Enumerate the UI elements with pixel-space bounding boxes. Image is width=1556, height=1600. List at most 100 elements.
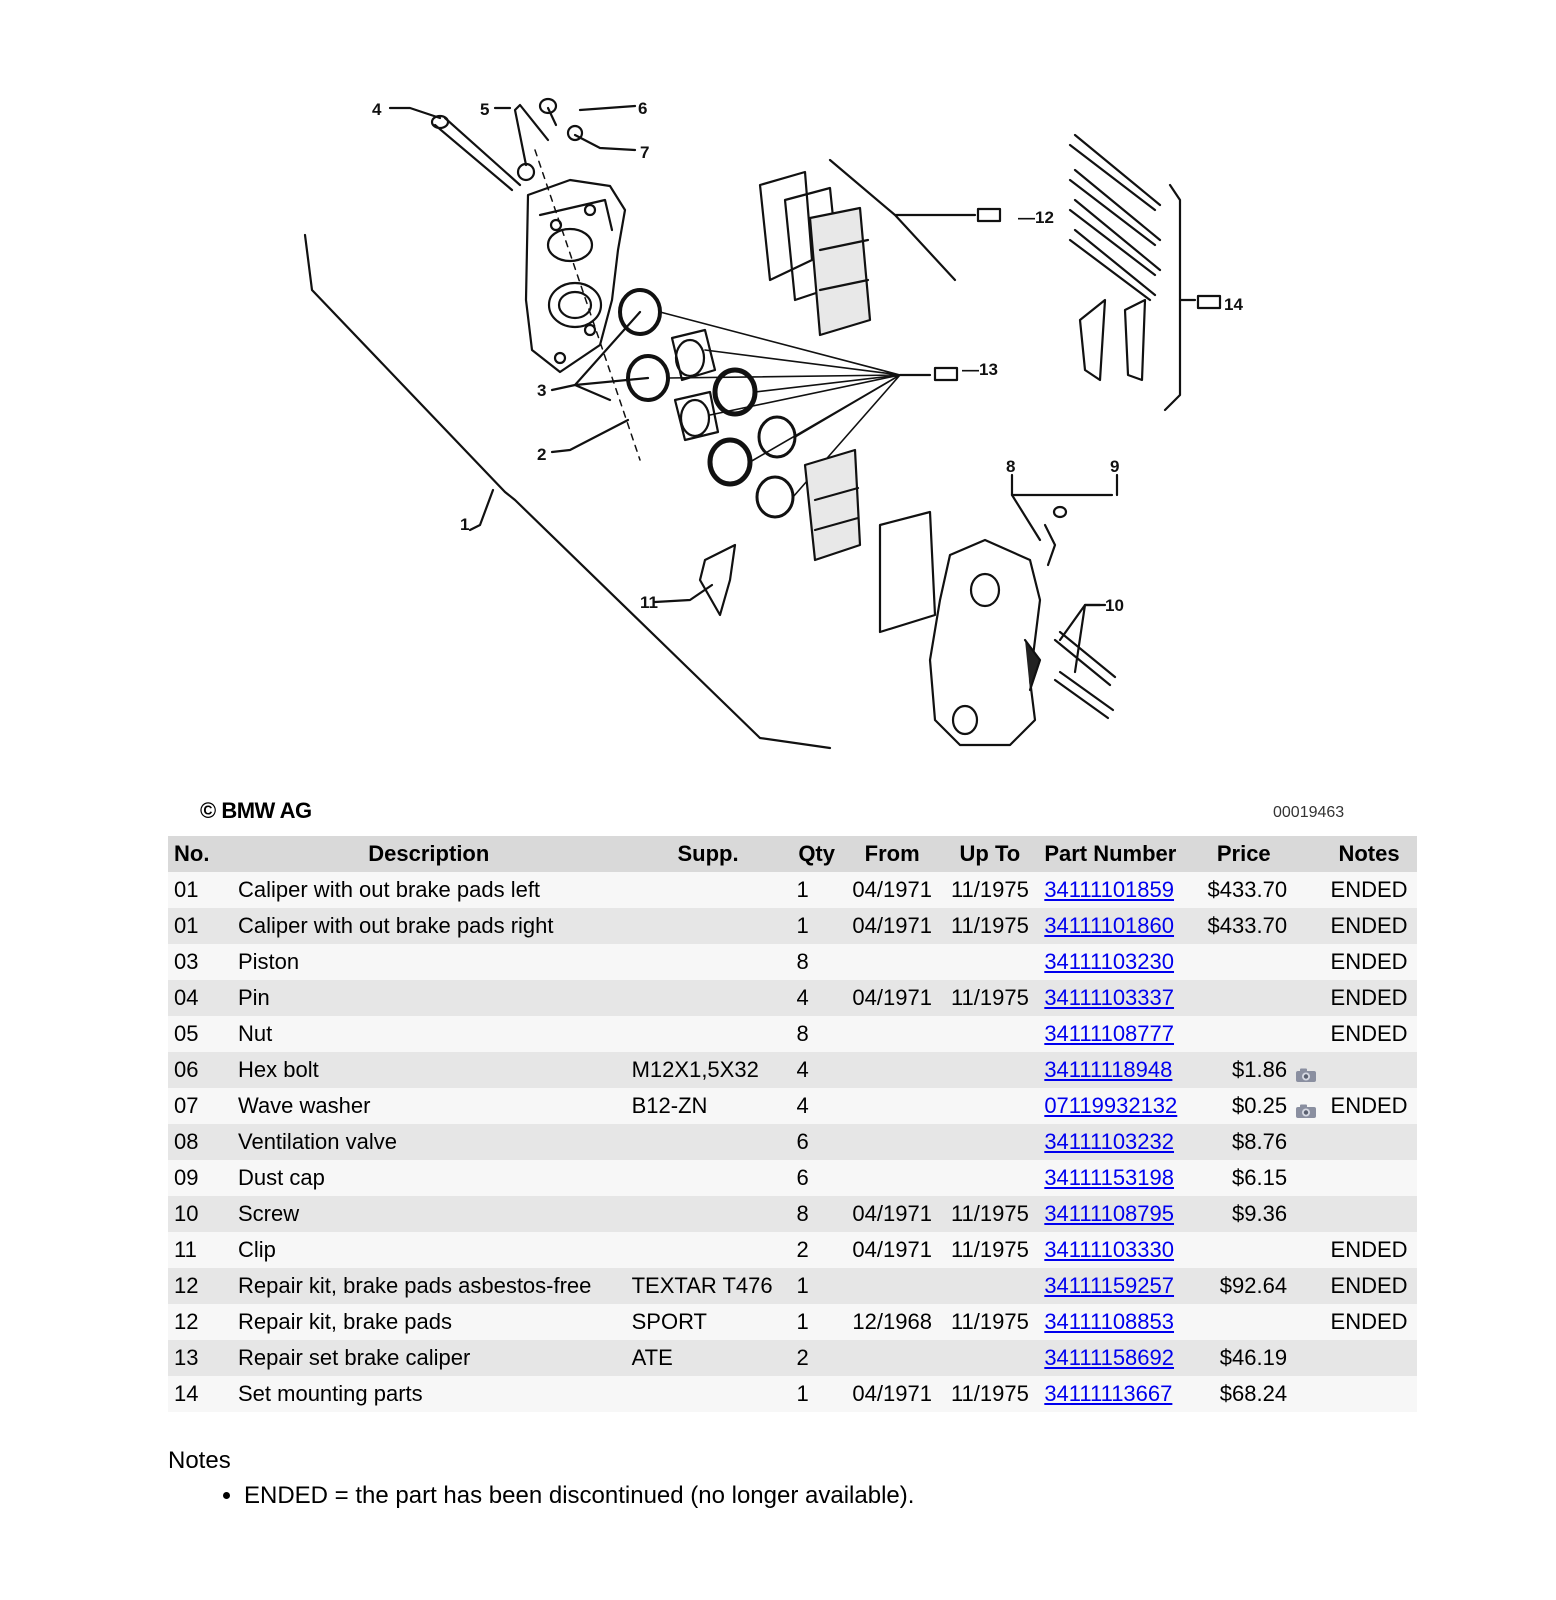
cell-part-number: 34111103330	[1038, 1232, 1195, 1268]
cell-supp: SPORT	[625, 1304, 791, 1340]
cell-notes: ENDED	[1321, 872, 1417, 908]
cell-description: Wave washer	[232, 1088, 626, 1124]
cell-qty: 4	[790, 980, 843, 1016]
cell-notes	[1321, 1160, 1417, 1196]
cell-from: 04/1971	[842, 872, 942, 908]
cell-price: $6.15	[1194, 1160, 1294, 1196]
col-photo	[1293, 836, 1322, 872]
cell-notes: ENDED	[1321, 980, 1417, 1016]
cell-description: Piston	[232, 944, 626, 980]
camera-icon[interactable]	[1295, 1063, 1319, 1083]
cell-notes: ENDED	[1321, 908, 1417, 944]
cell-notes: ENDED	[1321, 1268, 1417, 1304]
cell-upto	[941, 1016, 1039, 1052]
callout-5: 5	[480, 100, 489, 119]
cell-from: 12/1968	[842, 1304, 942, 1340]
part-number-link[interactable]: 07119932132	[1044, 1093, 1178, 1118]
cell-part-number: 34111108853	[1038, 1304, 1195, 1340]
cell-part-number: 34111103230	[1038, 944, 1195, 980]
cell-photo	[1293, 1160, 1322, 1196]
col-no: No.	[168, 836, 232, 872]
cell-price: $433.70	[1194, 908, 1294, 944]
part-number-link[interactable]: 34111108853	[1044, 1309, 1175, 1334]
callout-10: 10	[1105, 596, 1124, 615]
part-number-link[interactable]: 34111159257	[1044, 1273, 1175, 1298]
cell-supp	[625, 1016, 791, 1052]
part-number-link[interactable]: 34111103230	[1044, 949, 1175, 974]
part-number-link[interactable]: 34111153198	[1044, 1165, 1175, 1190]
cell-supp	[625, 944, 791, 980]
cell-price: $9.36	[1194, 1196, 1294, 1232]
callout-7: 7	[640, 143, 649, 162]
cell-part-number: 34111153198	[1038, 1160, 1195, 1196]
cell-qty: 4	[790, 1088, 843, 1124]
cell-price: $1.86	[1194, 1052, 1294, 1088]
cell-from	[842, 1160, 942, 1196]
cell-qty: 6	[790, 1160, 843, 1196]
camera-icon[interactable]	[1295, 1099, 1319, 1119]
cell-qty: 8	[790, 1016, 843, 1052]
cell-part-number: 34111158692	[1038, 1340, 1195, 1376]
cell-price: $68.24	[1194, 1376, 1294, 1412]
cell-supp	[625, 1160, 791, 1196]
cell-part-number: 34111113667	[1038, 1376, 1195, 1412]
cell-price	[1194, 1304, 1294, 1340]
cell-description: Repair kit, brake pads asbestos-free	[232, 1268, 626, 1304]
cell-supp: ATE	[625, 1340, 791, 1376]
cell-description: Repair set brake caliper	[232, 1340, 626, 1376]
col-notes: Notes	[1321, 836, 1417, 872]
cell-from	[842, 1268, 942, 1304]
part-number-link[interactable]: 34111113667	[1044, 1381, 1173, 1406]
cell-from: 04/1971	[842, 1196, 942, 1232]
cell-qty: 4	[790, 1052, 843, 1088]
part-number-link[interactable]: 34111158692	[1044, 1345, 1175, 1370]
cell-from	[842, 944, 942, 980]
callout-3: 3	[537, 381, 546, 400]
cell-no: 01	[168, 908, 232, 944]
cell-no: 05	[168, 1016, 232, 1052]
part-number-link[interactable]: 34111103232	[1044, 1129, 1175, 1154]
part-number-link[interactable]: 34111101859	[1044, 877, 1175, 902]
cell-qty: 1	[790, 1268, 843, 1304]
cell-upto: 11/1975	[941, 1376, 1039, 1412]
cell-photo	[1293, 1196, 1322, 1232]
cell-upto	[941, 1124, 1039, 1160]
cell-part-number: 07119932132	[1038, 1088, 1195, 1124]
cell-supp	[625, 908, 791, 944]
cell-no: 04	[168, 980, 232, 1016]
cell-upto: 11/1975	[941, 1232, 1039, 1268]
part-number-link[interactable]: 34111103337	[1044, 985, 1175, 1010]
cell-from: 04/1971	[842, 1232, 942, 1268]
cell-part-number: 34111108795	[1038, 1196, 1195, 1232]
cell-supp	[625, 872, 791, 908]
part-number-link[interactable]: 34111103330	[1044, 1237, 1175, 1262]
cell-upto	[941, 1088, 1039, 1124]
part-number-link[interactable]: 34111108777	[1044, 1021, 1175, 1046]
callout-1: 1	[460, 515, 469, 534]
cell-photo	[1293, 1340, 1322, 1376]
cell-photo	[1293, 1052, 1322, 1088]
part-number-link[interactable]: 34111101860	[1044, 913, 1175, 938]
parts-diagram: 4 5 6 7 3 2 1 —12 —13 14 8 9 10 11	[303, 97, 1243, 750]
callout-2: 2	[537, 445, 546, 464]
cell-no: 11	[168, 1232, 232, 1268]
callout-14: 14	[1224, 295, 1243, 314]
cell-qty: 1	[790, 908, 843, 944]
cell-description: Caliper with out brake pads right	[232, 908, 626, 944]
col-supp: Supp.	[625, 836, 791, 872]
cell-photo	[1293, 980, 1322, 1016]
callout-13: —13	[962, 360, 998, 379]
part-number-link[interactable]: 34111108795	[1044, 1201, 1175, 1226]
cell-description: Screw	[232, 1196, 626, 1232]
cell-notes: ENDED	[1321, 1016, 1417, 1052]
cell-no: 13	[168, 1340, 232, 1376]
part-number-link[interactable]: 34111118948	[1044, 1057, 1173, 1082]
copyright-label: © BMW AG	[200, 798, 312, 823]
cell-upto	[941, 944, 1039, 980]
